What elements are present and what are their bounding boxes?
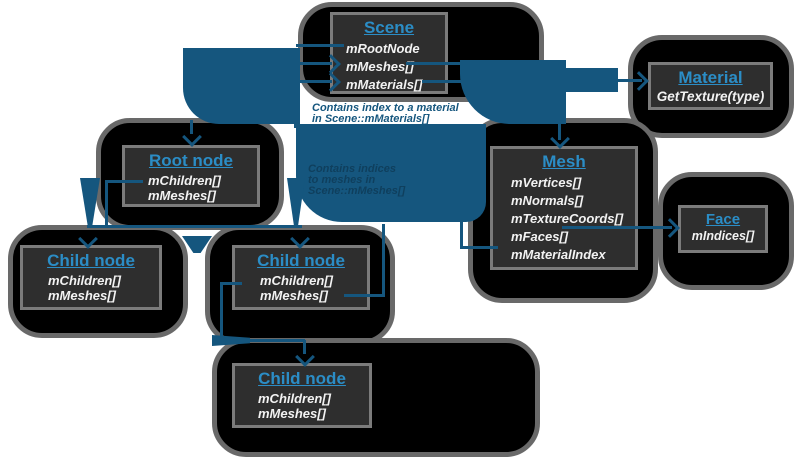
mesh-title: Mesh xyxy=(542,152,586,171)
node-mesh: Mesh mVertices[] mNormals[] mTextureCoor… xyxy=(490,146,638,270)
root-down-stem xyxy=(190,120,193,134)
material-index-note-line1: Contains index to a material xyxy=(312,102,459,114)
root-mchildren-line xyxy=(105,180,143,183)
material-index-note-line2: in Scene::mMaterials[] xyxy=(312,113,430,125)
root-field-mchildren: mChildren[] xyxy=(148,173,221,188)
root-mchildren-vert-line xyxy=(105,180,108,227)
swoosh-left-lobe xyxy=(183,48,300,124)
scene-field-mrootnode: mRootNode xyxy=(346,41,420,56)
scene-mrootnode-line xyxy=(296,44,344,47)
scene-mmaterials-out-line xyxy=(422,80,466,83)
mesh-index-note-line2: to meshes in xyxy=(308,174,376,186)
child-bottom-field-mmeshes: mMeshes[] xyxy=(258,406,326,421)
child-bottom-title: Child node xyxy=(258,369,346,388)
bottomchild-down-stem xyxy=(303,340,306,354)
scene-mmaterials-vert-line xyxy=(294,80,297,128)
root-field-mmeshes: mMeshes[] xyxy=(148,188,216,203)
child-mid-field-mmeshes: mMeshes[] xyxy=(260,288,328,303)
thick-arrow-root-to-mid-child xyxy=(287,178,305,225)
mesh-field-mmaterialindex: mMaterialIndex xyxy=(511,247,606,262)
midchild-mmeshes-vert-line xyxy=(382,224,385,297)
child-left-title: Child node xyxy=(47,251,135,270)
node-material: Material GetTexture(type) xyxy=(648,62,773,110)
child-left-field-mchildren: mChildren[] xyxy=(48,273,121,288)
material-arrow-line xyxy=(616,79,642,82)
child-bottom-field-mchildren: mChildren[] xyxy=(258,391,331,406)
midchild-mchildren-vert-line xyxy=(220,282,223,340)
scene-title: Scene xyxy=(363,18,415,37)
node-child-left: Child node mChildren[] mMeshes[] xyxy=(20,245,162,310)
root-title: Root node xyxy=(148,151,234,170)
mesh-index-note-line3: Scene::mMeshes[] xyxy=(308,185,406,197)
swoosh-bottom-lobe xyxy=(296,124,486,222)
mesh-index-note-line1: Contains indices xyxy=(308,163,397,175)
scene-mmaterials-in-line xyxy=(294,80,332,83)
child-mid-field-mchildren: mChildren[] xyxy=(260,273,333,288)
material-index-note: Contains index to a material in Scene::m… xyxy=(312,103,459,125)
bottomchild-horizontal-line xyxy=(220,339,305,342)
midchild-mchildren-line xyxy=(220,282,242,285)
mesh-field-mfaces: mFaces[] xyxy=(511,229,569,244)
mesh-down-stem xyxy=(558,118,561,140)
node-child-mid: Child node mChildren[] mMeshes[] xyxy=(232,245,370,310)
mesh-field-mvertices: mVertices[] xyxy=(511,175,582,190)
midchild-mmeshes-line xyxy=(344,294,384,297)
mesh-field-mnormals: mNormals[] xyxy=(511,193,584,208)
child-mid-title: Child node xyxy=(257,251,345,270)
material-title: Material xyxy=(678,68,743,87)
material-field-gettexture: GetTexture(type) xyxy=(656,89,765,104)
mesh-mmaterialindex-vert-line xyxy=(460,220,463,249)
swoosh-material-stem xyxy=(560,68,618,92)
mesh-mmaterialindex-line xyxy=(460,246,498,249)
mesh-index-note: Contains indices to meshes in Scene::mMe… xyxy=(308,164,405,197)
face-title: Face xyxy=(705,211,741,228)
swoosh-right-lobe xyxy=(460,60,566,124)
scene-mmeshes-out-line xyxy=(406,62,466,65)
scene-field-mmeshes: mMeshes[] xyxy=(346,59,414,74)
mesh-field-mtexturecoords: mTextureCoords[] xyxy=(511,211,624,226)
node-scene: Scene mRootNode mMeshes[] mMaterials[] xyxy=(330,12,448,94)
child-left-field-mmeshes: mMeshes[] xyxy=(48,288,116,303)
face-field-mindices: mIndices[] xyxy=(691,229,755,243)
mesh-mfaces-line xyxy=(562,226,672,229)
children-horizontal-line xyxy=(87,225,302,228)
scene-field-mmaterials: mMaterials[] xyxy=(346,77,423,92)
node-face: Face mIndices[] xyxy=(678,205,768,253)
node-root: Root node mChildren[] mMeshes[] xyxy=(122,145,260,207)
scene-mmeshes-in-line xyxy=(298,62,332,65)
node-child-bottom: Child node mChildren[] mMeshes[] xyxy=(232,363,372,428)
